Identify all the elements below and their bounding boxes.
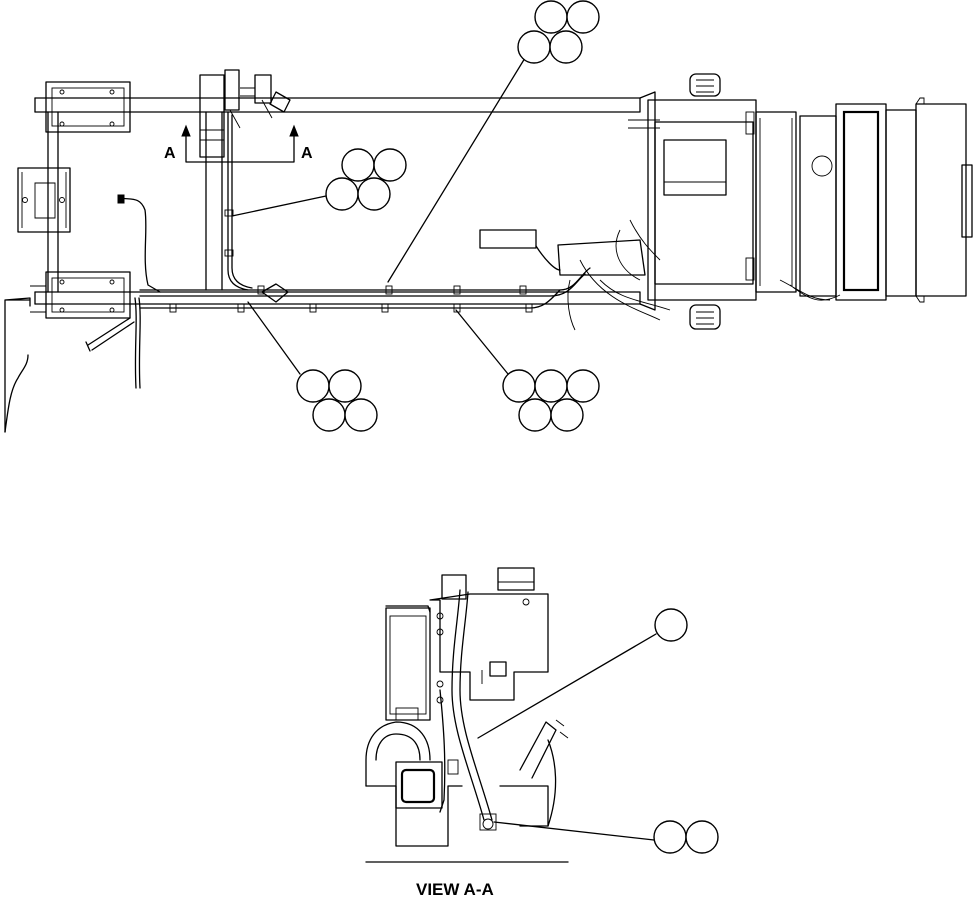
callout-bubble [296, 369, 330, 403]
view-caption: VIEW A-A [416, 880, 494, 898]
view-a-a-detail [365, 567, 569, 863]
callout-bubble [373, 148, 407, 182]
callout-bubble [502, 369, 536, 403]
callout-bubble [534, 369, 568, 403]
section-marker-right: A [301, 145, 313, 162]
callout-bubble [312, 398, 346, 432]
callout-group-view-double [493, 820, 719, 854]
callout-bubble [518, 398, 552, 432]
section-line-a-a [181, 124, 299, 163]
callout-group-bottom-left [247, 301, 378, 432]
callout-group-top-right [387, 0, 600, 283]
wire-harness-top [117, 111, 841, 389]
callout-bubble [341, 148, 375, 182]
callout-bubble [534, 0, 568, 34]
callout-bubble [550, 398, 584, 432]
callout-bubble [325, 177, 359, 211]
callout-bubble [517, 30, 551, 64]
callout-bubble [566, 0, 600, 34]
callout-bubble [566, 369, 600, 403]
callout-group-top-center [231, 148, 407, 217]
callout-group-bottom-right [455, 309, 600, 432]
callout-bubble [357, 177, 391, 211]
callout-bubble [654, 608, 688, 642]
chassis-frame-top-view [4, 69, 973, 433]
callout-bubble [653, 820, 687, 854]
callout-bubble [328, 369, 362, 403]
callout-bubble [549, 30, 583, 64]
callout-bubble [344, 398, 378, 432]
callout-bubble [685, 820, 719, 854]
callout-group-view-single [477, 608, 688, 739]
section-marker-left: A [164, 145, 176, 162]
